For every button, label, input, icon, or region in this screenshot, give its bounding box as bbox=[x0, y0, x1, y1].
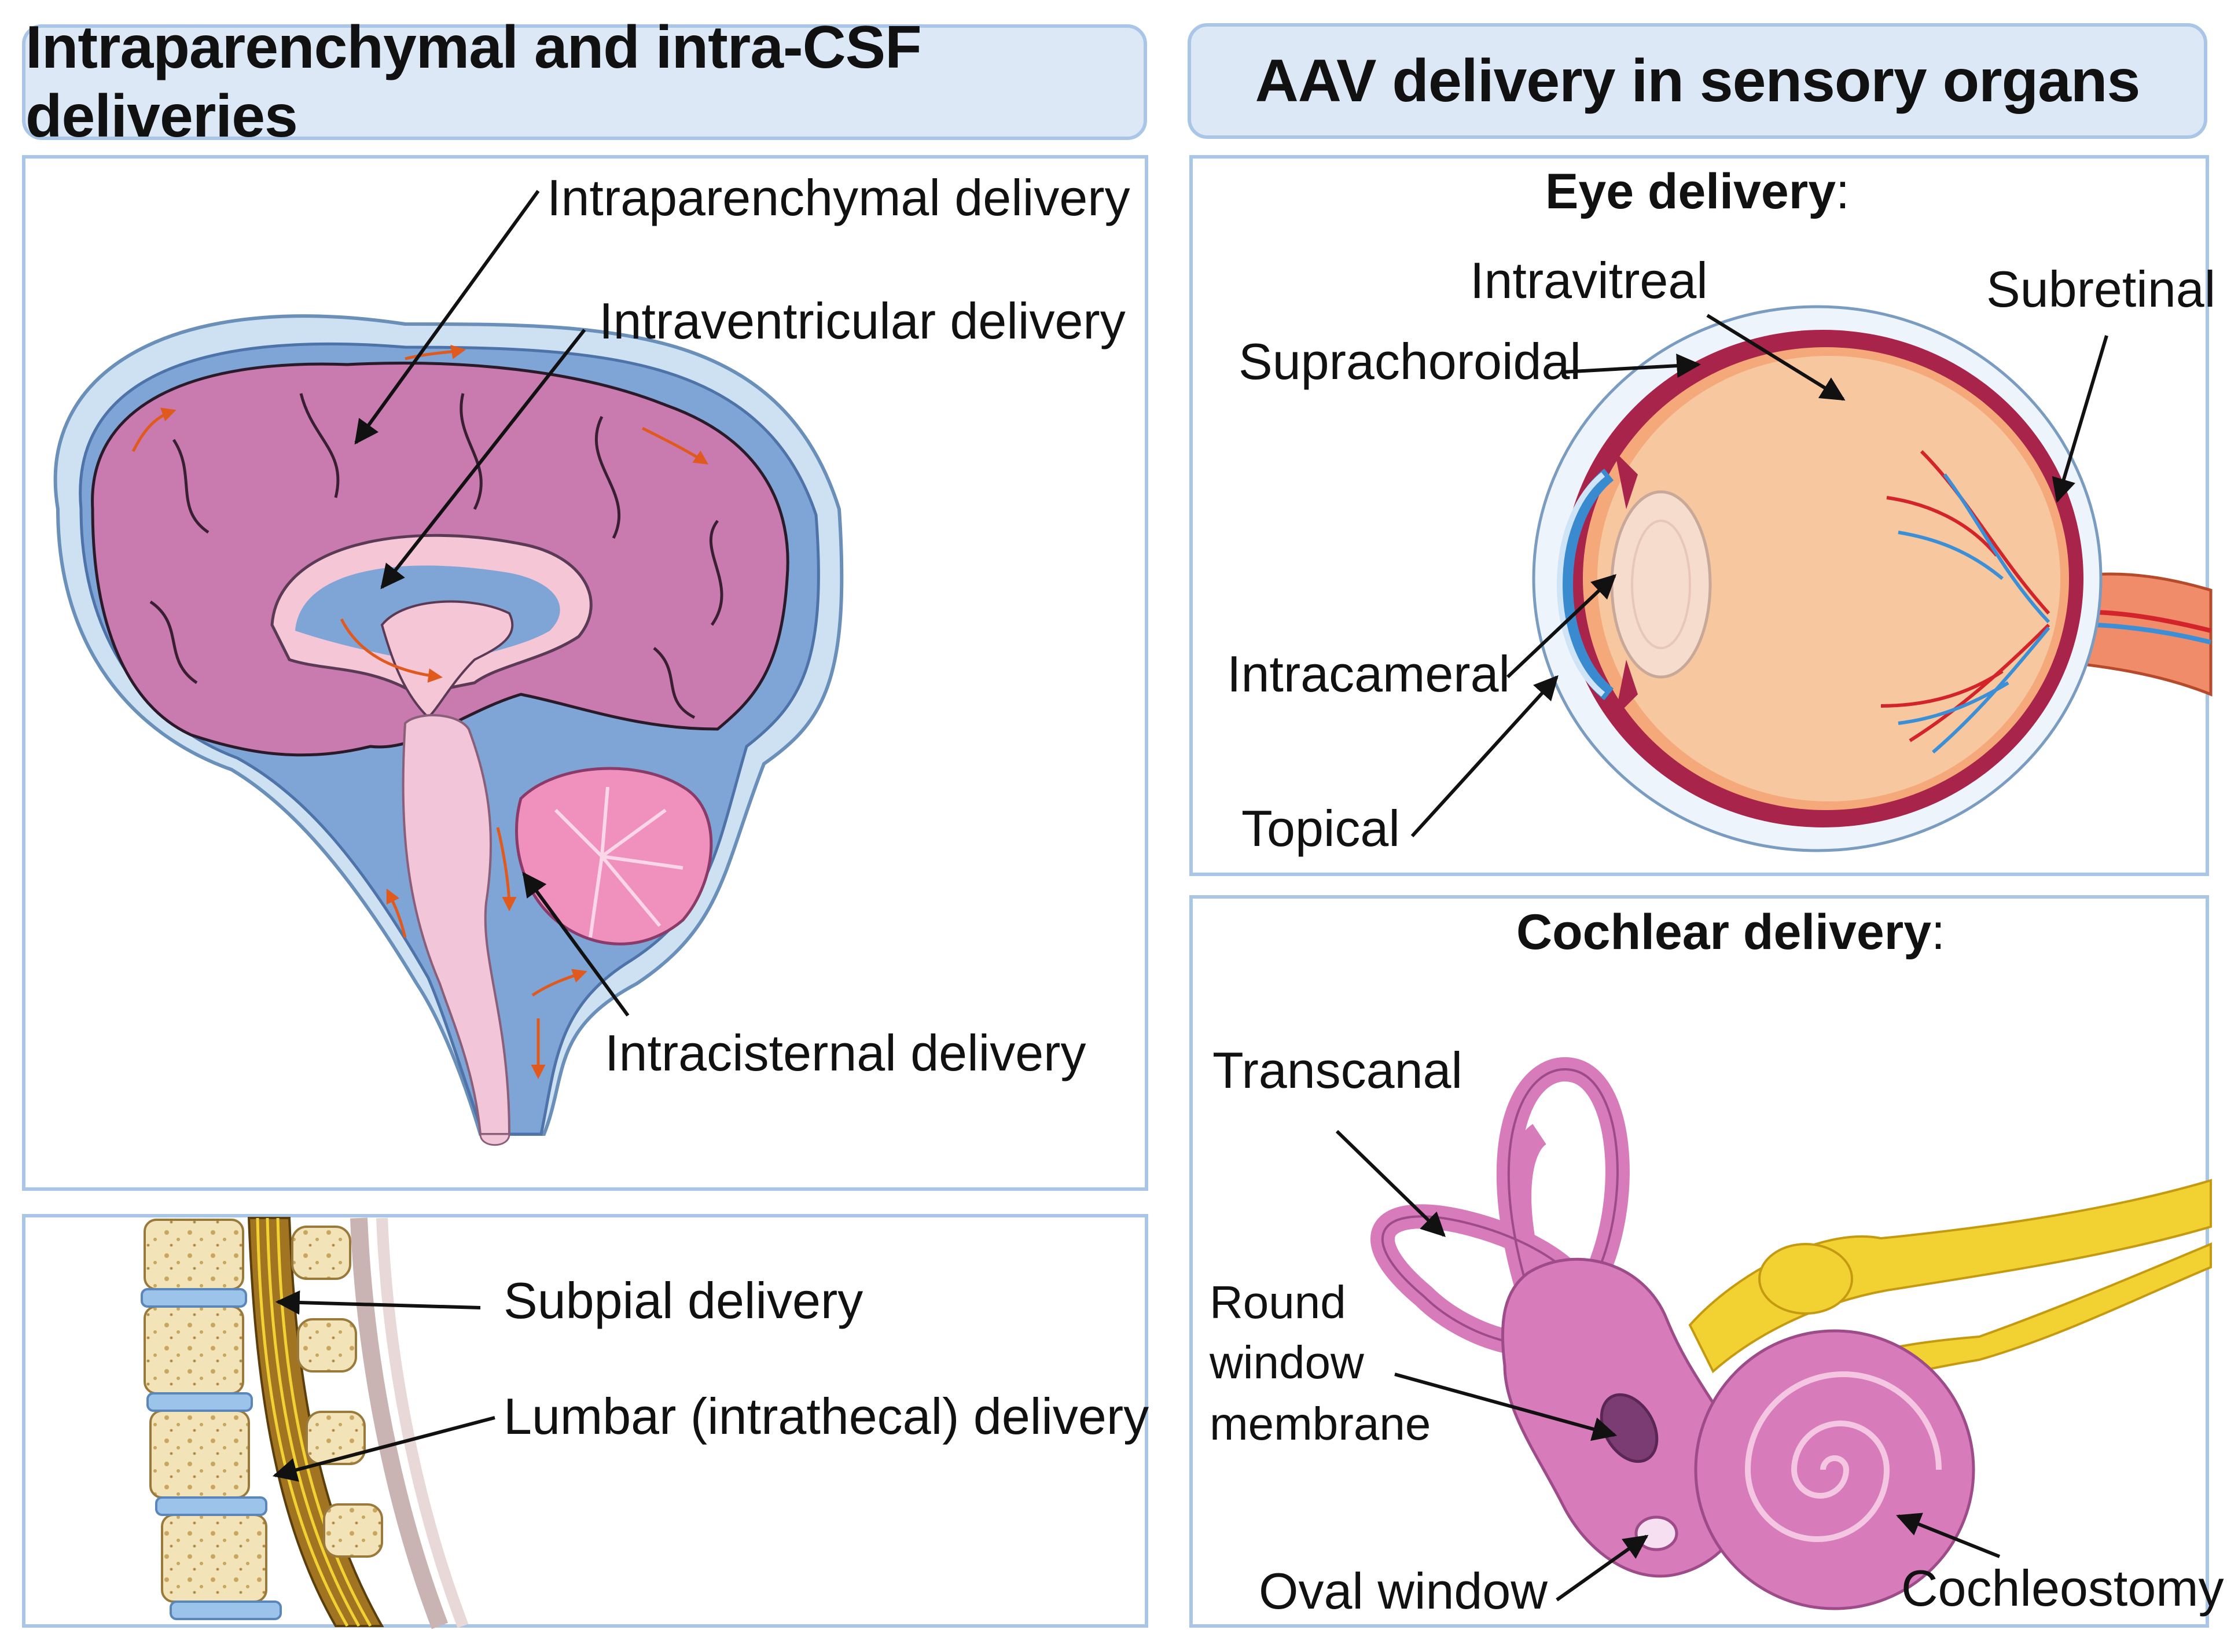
left-section-title: Intraparenchymal and intra-CSF deliverie… bbox=[25, 14, 922, 150]
intervertebral-discs bbox=[141, 1288, 282, 1620]
left-section-header: Intraparenchymal and intra-CSF deliverie… bbox=[22, 14, 1147, 150]
eye-illustration bbox=[1532, 305, 2213, 852]
inner-ear-illustration bbox=[1370, 1057, 2212, 1610]
round-window-label-2: window bbox=[1209, 1337, 1364, 1388]
cochleostomy-arrow bbox=[1896, 1513, 2001, 1558]
transcanal-arrow bbox=[1335, 1129, 1446, 1237]
suprachoroidal-label: Suprachoroidal bbox=[1239, 333, 1581, 390]
cochleostomy-label: Cochleostomy bbox=[1901, 1559, 2224, 1617]
suprachoroidal-arrow bbox=[1562, 354, 1702, 378]
subretinal-label: Subretinal bbox=[1986, 260, 2215, 318]
transcanal-label: Transcanal bbox=[1212, 1042, 1462, 1099]
brain-illustration bbox=[53, 314, 844, 1146]
round-window-label-3: membrane bbox=[1210, 1398, 1431, 1449]
oval-window-arrow bbox=[1556, 1535, 1649, 1602]
right-section-title: AAV delivery in sensory organs bbox=[1255, 47, 2141, 115]
round-window-arrow bbox=[1394, 1373, 1618, 1441]
subpial-label: Subpial delivery bbox=[504, 1272, 863, 1329]
intracisternal-label: Intracisternal delivery bbox=[605, 1024, 1086, 1081]
lumbar-arrow bbox=[272, 1416, 495, 1482]
intraparenchymal-arrow bbox=[354, 190, 540, 445]
cochlea-shell bbox=[1694, 1329, 1975, 1610]
intracameral-label: Intracameral bbox=[1227, 645, 1510, 702]
spine-illustration bbox=[141, 1217, 469, 1629]
intraventricular-arrow bbox=[380, 329, 586, 590]
retinal-vessels bbox=[1880, 450, 2050, 754]
corpus-callosum-inner bbox=[380, 600, 514, 719]
intracameral-arrow bbox=[1506, 574, 1617, 679]
oval-window bbox=[1634, 1515, 1678, 1551]
vertebral-bodies bbox=[144, 1219, 267, 1603]
subretinal-arrow bbox=[2052, 335, 2108, 503]
intravitreal-label: Intravitreal bbox=[1470, 252, 1708, 309]
eye-delivery-title: Eye delivery: bbox=[1545, 164, 1850, 219]
spinal-cord-fibers bbox=[256, 1217, 372, 1627]
intracisternal-arrow bbox=[522, 871, 630, 1017]
round-window-label-1: Round bbox=[1210, 1276, 1346, 1328]
cochlear-delivery-title: Cochlear delivery: bbox=[1516, 904, 1945, 960]
subpial-arrow bbox=[275, 1290, 481, 1315]
right-section-header: AAV delivery in sensory organs bbox=[1188, 23, 2207, 139]
cornea bbox=[1558, 468, 1614, 701]
topical-label: Topical bbox=[1241, 800, 1400, 857]
lumbar-label: Lumbar (intrathecal) delivery bbox=[504, 1388, 1149, 1445]
brainstem bbox=[402, 714, 511, 1135]
cochlea-spiral bbox=[1744, 1371, 1942, 1542]
vitreous bbox=[1597, 356, 2060, 801]
intraventricular-label: Intraventricular delivery bbox=[599, 292, 1126, 349]
csf-flow-arrows bbox=[131, 344, 709, 1079]
intravitreal-arrow bbox=[1706, 314, 1846, 401]
topical-arrow bbox=[1410, 675, 1559, 838]
intraparenchymal-label: Intraparenchymal delivery bbox=[547, 169, 1130, 226]
oval-window-label: Oval window bbox=[1259, 1562, 1548, 1620]
